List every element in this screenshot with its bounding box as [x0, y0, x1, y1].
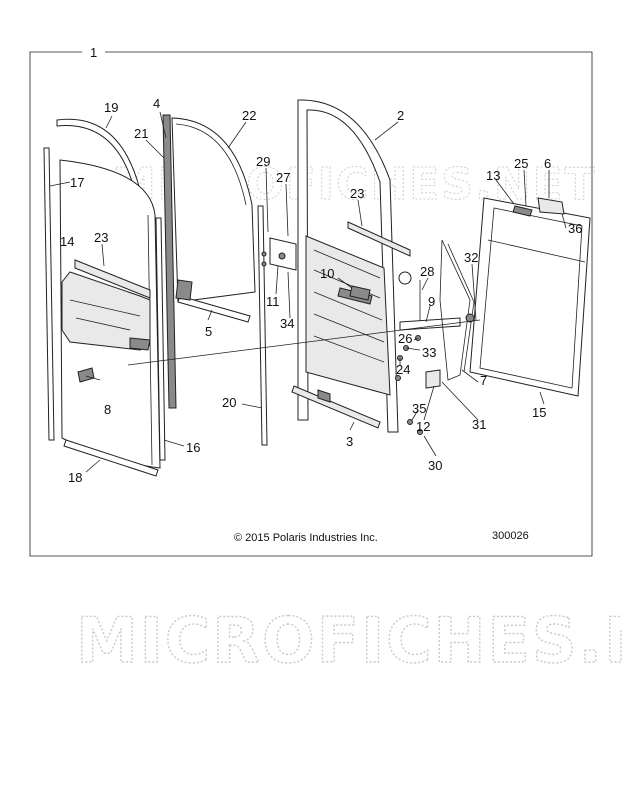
explode-line: [127, 319, 481, 366]
part-20-vertical-seal: [257, 205, 268, 446]
part-30-screws: [407, 419, 423, 435]
callout-11: 11: [266, 294, 280, 309]
callout-33: 33: [422, 345, 436, 360]
callout-7: 7: [480, 373, 487, 388]
part-23-rail-right: [347, 221, 411, 257]
fasteners-group: [395, 271, 461, 381]
callout-5: 5: [205, 324, 212, 339]
callout-2: 2: [397, 108, 404, 123]
callout-4: 4: [153, 96, 160, 111]
callout-25: 25: [514, 156, 528, 171]
copyright-text: © 2015 Polaris Industries Inc.: [234, 532, 378, 544]
callout-30: 30: [428, 458, 442, 473]
callout-24: 24: [396, 362, 410, 377]
callout-35: 35: [412, 401, 426, 416]
part-23-rail-left: [74, 259, 151, 299]
callout-15: 15: [532, 405, 546, 420]
callout-16: 16: [186, 440, 200, 455]
callout-29: 29: [256, 154, 270, 169]
part-27-latch: [261, 237, 297, 271]
callout-31: 31: [472, 417, 486, 432]
callout-34: 34: [280, 316, 294, 331]
callout-20: 20: [222, 395, 236, 410]
callout-6: 6: [544, 156, 551, 171]
callout-26: 26: [398, 331, 412, 346]
callout-19: 19: [104, 100, 118, 115]
inner-frame-structure: [305, 235, 391, 396]
callout-1: 1: [90, 45, 97, 60]
part-10-bracket: [349, 285, 371, 301]
callout-27: 27: [276, 170, 290, 185]
callout-8: 8: [104, 402, 111, 417]
callout-12: 12: [416, 419, 430, 434]
figure-number: 300026: [492, 530, 529, 542]
part-21-run-channel: [162, 114, 177, 409]
part-7-window-regulator: [439, 239, 475, 381]
callout-22: 22: [242, 108, 256, 123]
callout-21: 21: [134, 126, 148, 141]
callout-3: 3: [346, 434, 353, 449]
callout-13: 13: [486, 168, 500, 183]
part-3-lower-bar: [291, 385, 381, 429]
callout-9: 9: [428, 294, 435, 309]
callout-23-left: 23: [94, 230, 108, 245]
callout-10: 10: [320, 266, 334, 281]
part-22-window-glass: [171, 117, 256, 303]
part-6-outer-handle: [512, 197, 565, 217]
callout-23: 23: [350, 186, 364, 201]
part-18-bottom-seal: [63, 439, 159, 477]
callout-18: 18: [68, 470, 82, 485]
callout-17: 17: [70, 175, 84, 190]
part-16-strip: [155, 217, 166, 461]
callout-28: 28: [420, 264, 434, 279]
callout-36: 36: [568, 221, 582, 236]
diagram-border: [29, 51, 593, 557]
callout-14: 14: [60, 234, 74, 249]
part-31-bracket: [425, 369, 441, 389]
part-5-regulator-bar: [175, 279, 251, 323]
callouts: 1 19 4 21 22 2 17 29 27 23 13 25 6 36 14…: [49, 45, 582, 485]
part-17-seal-strip: [43, 147, 55, 441]
callout-32: 32: [464, 250, 478, 265]
watermark-lower: MICROFICHES.NET: [76, 604, 622, 677]
part-14-door-trim: [61, 271, 151, 351]
